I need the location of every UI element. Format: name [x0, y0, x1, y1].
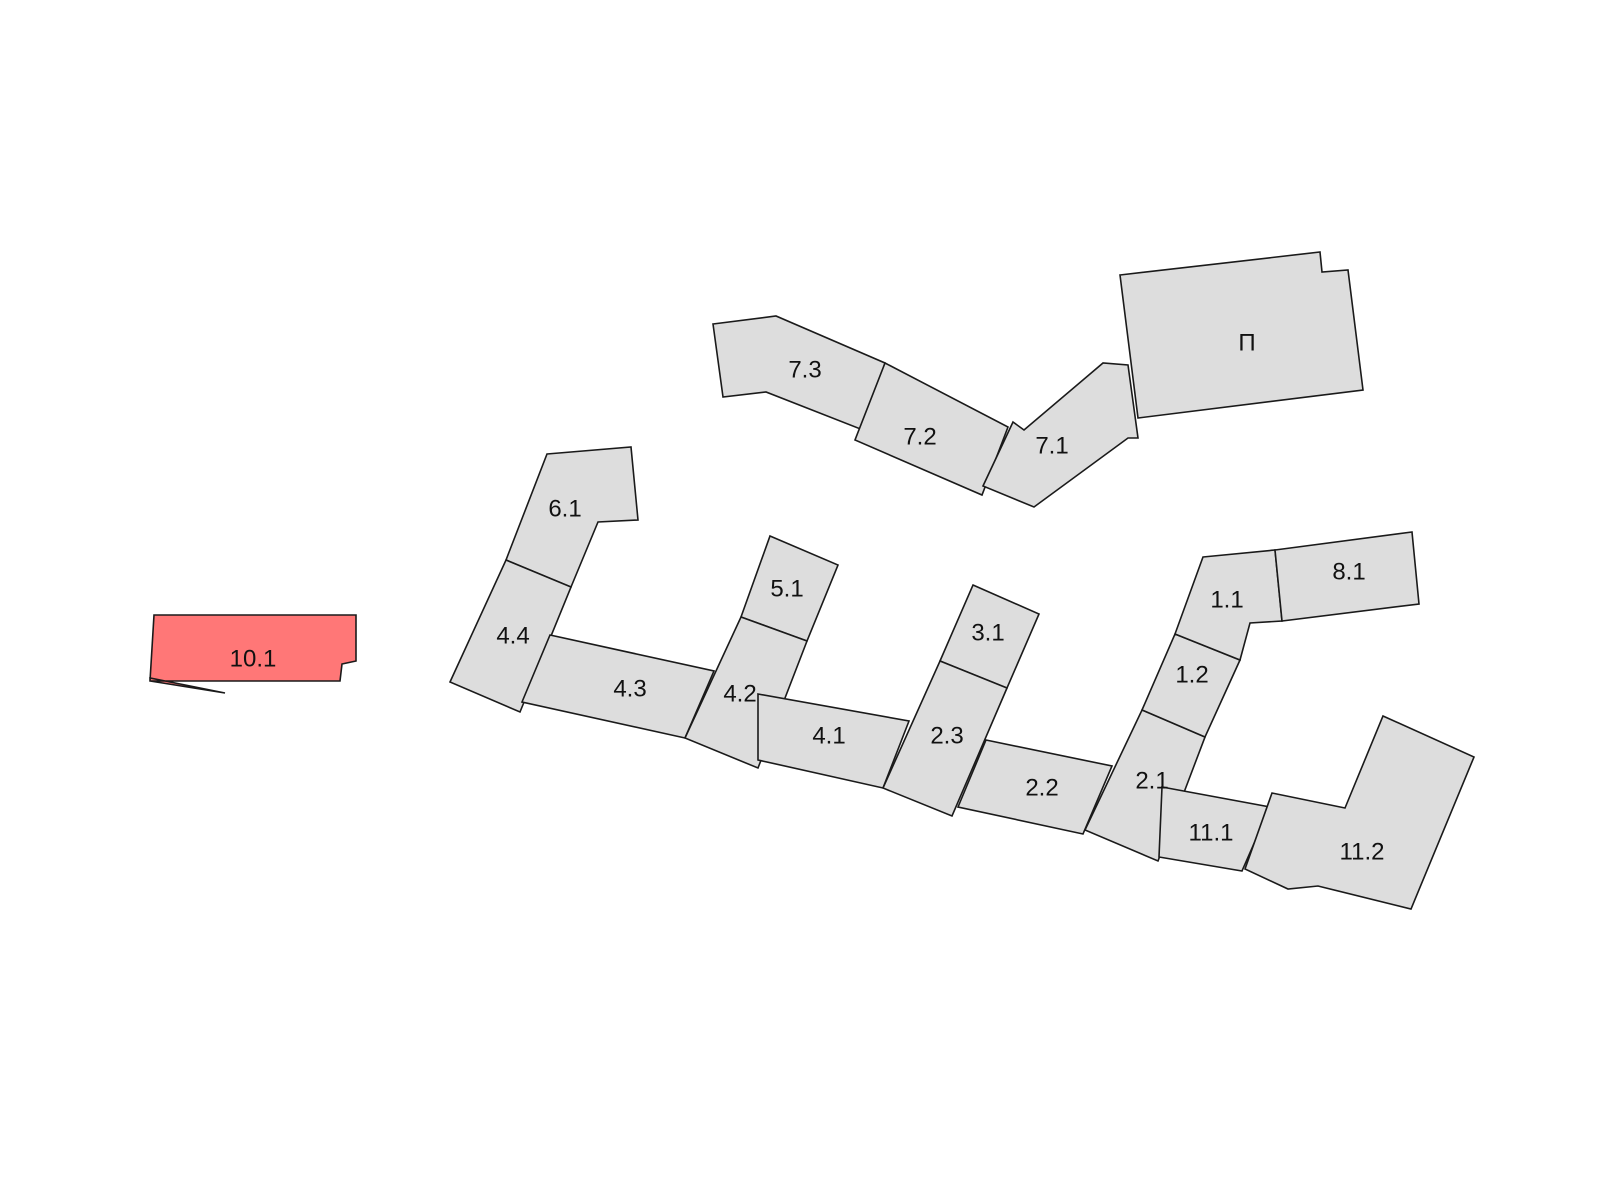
section-10-1[interactable]: [149, 614, 357, 694]
section-8-1[interactable]: [1274, 531, 1420, 622]
section-P[interactable]: [1119, 251, 1364, 419]
sections-layer: [149, 251, 1476, 910]
section-11-2[interactable]: [1244, 714, 1476, 910]
section-7-3[interactable]: [712, 315, 886, 432]
section-4-1[interactable]: [757, 693, 911, 789]
section-2-2[interactable]: [956, 739, 1114, 835]
section-2-3[interactable]: [881, 659, 1009, 818]
section-7-2[interactable]: [853, 361, 1010, 497]
section-7-1[interactable]: [981, 362, 1139, 508]
section-11-1[interactable]: [1158, 786, 1272, 872]
section-4-2[interactable]: [683, 615, 809, 770]
section-4-4[interactable]: [448, 558, 573, 714]
section-6-1[interactable]: [504, 446, 639, 589]
section-4-3[interactable]: [520, 634, 716, 739]
